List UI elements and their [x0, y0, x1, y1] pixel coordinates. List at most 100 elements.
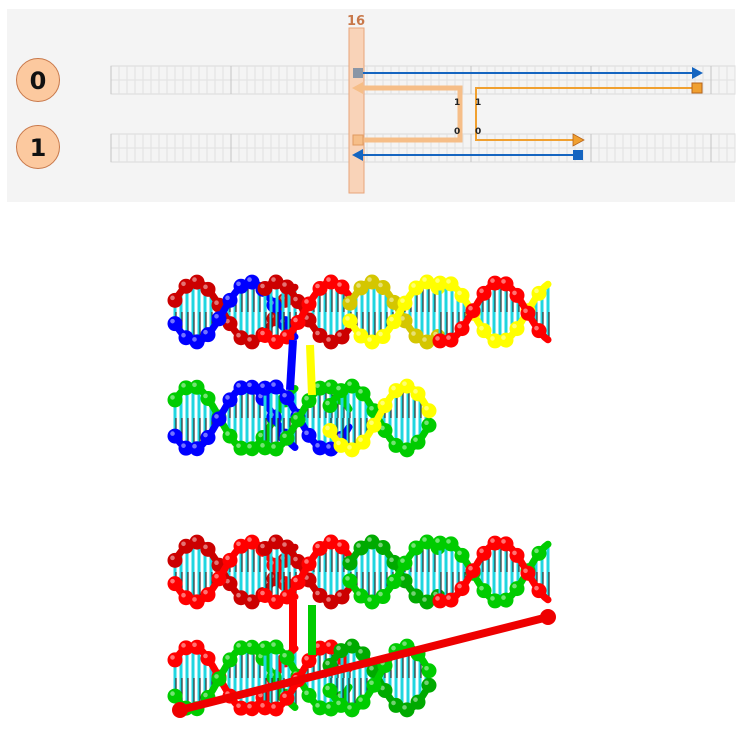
nucleotide [468, 565, 473, 571]
nucleotide [353, 280, 369, 296]
nucleotide [269, 674, 274, 679]
nucleotide [501, 539, 506, 544]
nucleotide [446, 279, 451, 284]
helix-number-label: 0 [29, 67, 47, 95]
nucleotide [214, 414, 219, 419]
helix-circle-0[interactable]: 0 [16, 58, 60, 102]
nucleotide [236, 592, 241, 598]
nucleotide [446, 539, 451, 544]
nucleotide [282, 282, 287, 287]
helix-grid-1 [110, 133, 736, 163]
nucleotide [192, 337, 197, 342]
nucleotide [277, 392, 293, 408]
nucleotide [222, 292, 238, 308]
nucleotide [344, 702, 360, 718]
nucleotide [260, 590, 265, 596]
nucleotide [353, 540, 369, 556]
nucleotide [355, 694, 371, 710]
crossover-label: 1 [454, 98, 460, 108]
double-helix [322, 378, 437, 458]
nucleotide [531, 285, 547, 301]
nucleotide [260, 330, 265, 336]
nucleotide [282, 433, 287, 439]
nucleotide [268, 379, 284, 395]
nucleotide [386, 314, 402, 330]
nucleotide [322, 422, 338, 438]
nucleotide [255, 690, 271, 706]
nucleotide [465, 563, 481, 579]
strand-arrow-head[interactable] [572, 133, 585, 147]
nucleotide [214, 313, 219, 319]
nucleotide [520, 565, 536, 581]
crossover-label: 0 [454, 127, 460, 137]
nucleotide [282, 652, 287, 658]
nucleotide [540, 609, 556, 625]
staple-strand-top[interactable] [475, 87, 697, 141]
nucleotide [247, 597, 252, 602]
nucleotide [167, 316, 183, 332]
nucleotide [170, 318, 175, 324]
double-helix [257, 534, 353, 610]
helix-circle-1[interactable]: 1 [16, 125, 60, 169]
nucleotide [167, 688, 183, 704]
nucleotide [364, 594, 380, 610]
nucleotide [325, 660, 330, 666]
nucleotide [326, 337, 331, 342]
nucleotide [443, 536, 459, 552]
nucleotide [203, 284, 208, 290]
strand-end-square[interactable] [352, 134, 364, 146]
nucleotide [501, 279, 506, 284]
nucleotide [312, 541, 328, 557]
nucleotide [244, 701, 260, 717]
nucleotide [257, 440, 273, 456]
nucleotide [301, 572, 317, 588]
strand-editor-canvas[interactable]: 1 1 0 0 [0, 0, 744, 205]
nucleotide [386, 574, 402, 590]
nucleotide [378, 331, 383, 337]
nucleotide [523, 305, 528, 311]
nucleotide [531, 323, 547, 339]
nucleotide [268, 594, 284, 610]
strand-arrow-head[interactable] [352, 149, 363, 161]
nucleotide [269, 573, 274, 579]
strand-end-square[interactable] [573, 150, 583, 160]
nucleotide [225, 655, 230, 660]
nucleotide [356, 331, 361, 336]
backbone [171, 278, 299, 346]
nucleotide [211, 411, 227, 427]
nucleotide [268, 534, 284, 550]
nucleotide [214, 560, 219, 566]
nucleotide [364, 274, 380, 290]
strand-end-square[interactable] [691, 82, 703, 94]
strand-arrow-head[interactable] [352, 82, 363, 94]
nucleotide [279, 430, 295, 446]
nucleotide [233, 640, 249, 656]
nucleotide [268, 639, 284, 655]
strand-arrow-head[interactable] [692, 67, 703, 79]
strand-end-square[interactable] [353, 68, 363, 78]
nucleotide [170, 691, 175, 696]
nucleotide [391, 385, 396, 391]
nucleotide [170, 578, 175, 584]
nucleotide [476, 583, 492, 599]
nucleotide [333, 643, 349, 659]
nucleotide [388, 437, 404, 453]
nucleotide [389, 316, 394, 322]
nucleotide [333, 697, 349, 713]
nucleotide [214, 412, 219, 417]
nucleotide [315, 703, 320, 708]
nucleotide [435, 596, 440, 601]
nucleotide [279, 539, 295, 555]
nucleotide [490, 596, 495, 601]
nucleotide [336, 700, 341, 706]
nucleotide [222, 428, 238, 444]
nucleotide [280, 555, 285, 561]
selected-staple-strand[interactable] [358, 85, 463, 143]
crossover [306, 344, 316, 396]
nucleotide [512, 583, 517, 589]
backbone [171, 538, 299, 606]
nucleotide [358, 389, 363, 394]
nucleotide [347, 705, 352, 710]
backbone [346, 538, 444, 606]
slice-bar[interactable] [348, 27, 365, 194]
